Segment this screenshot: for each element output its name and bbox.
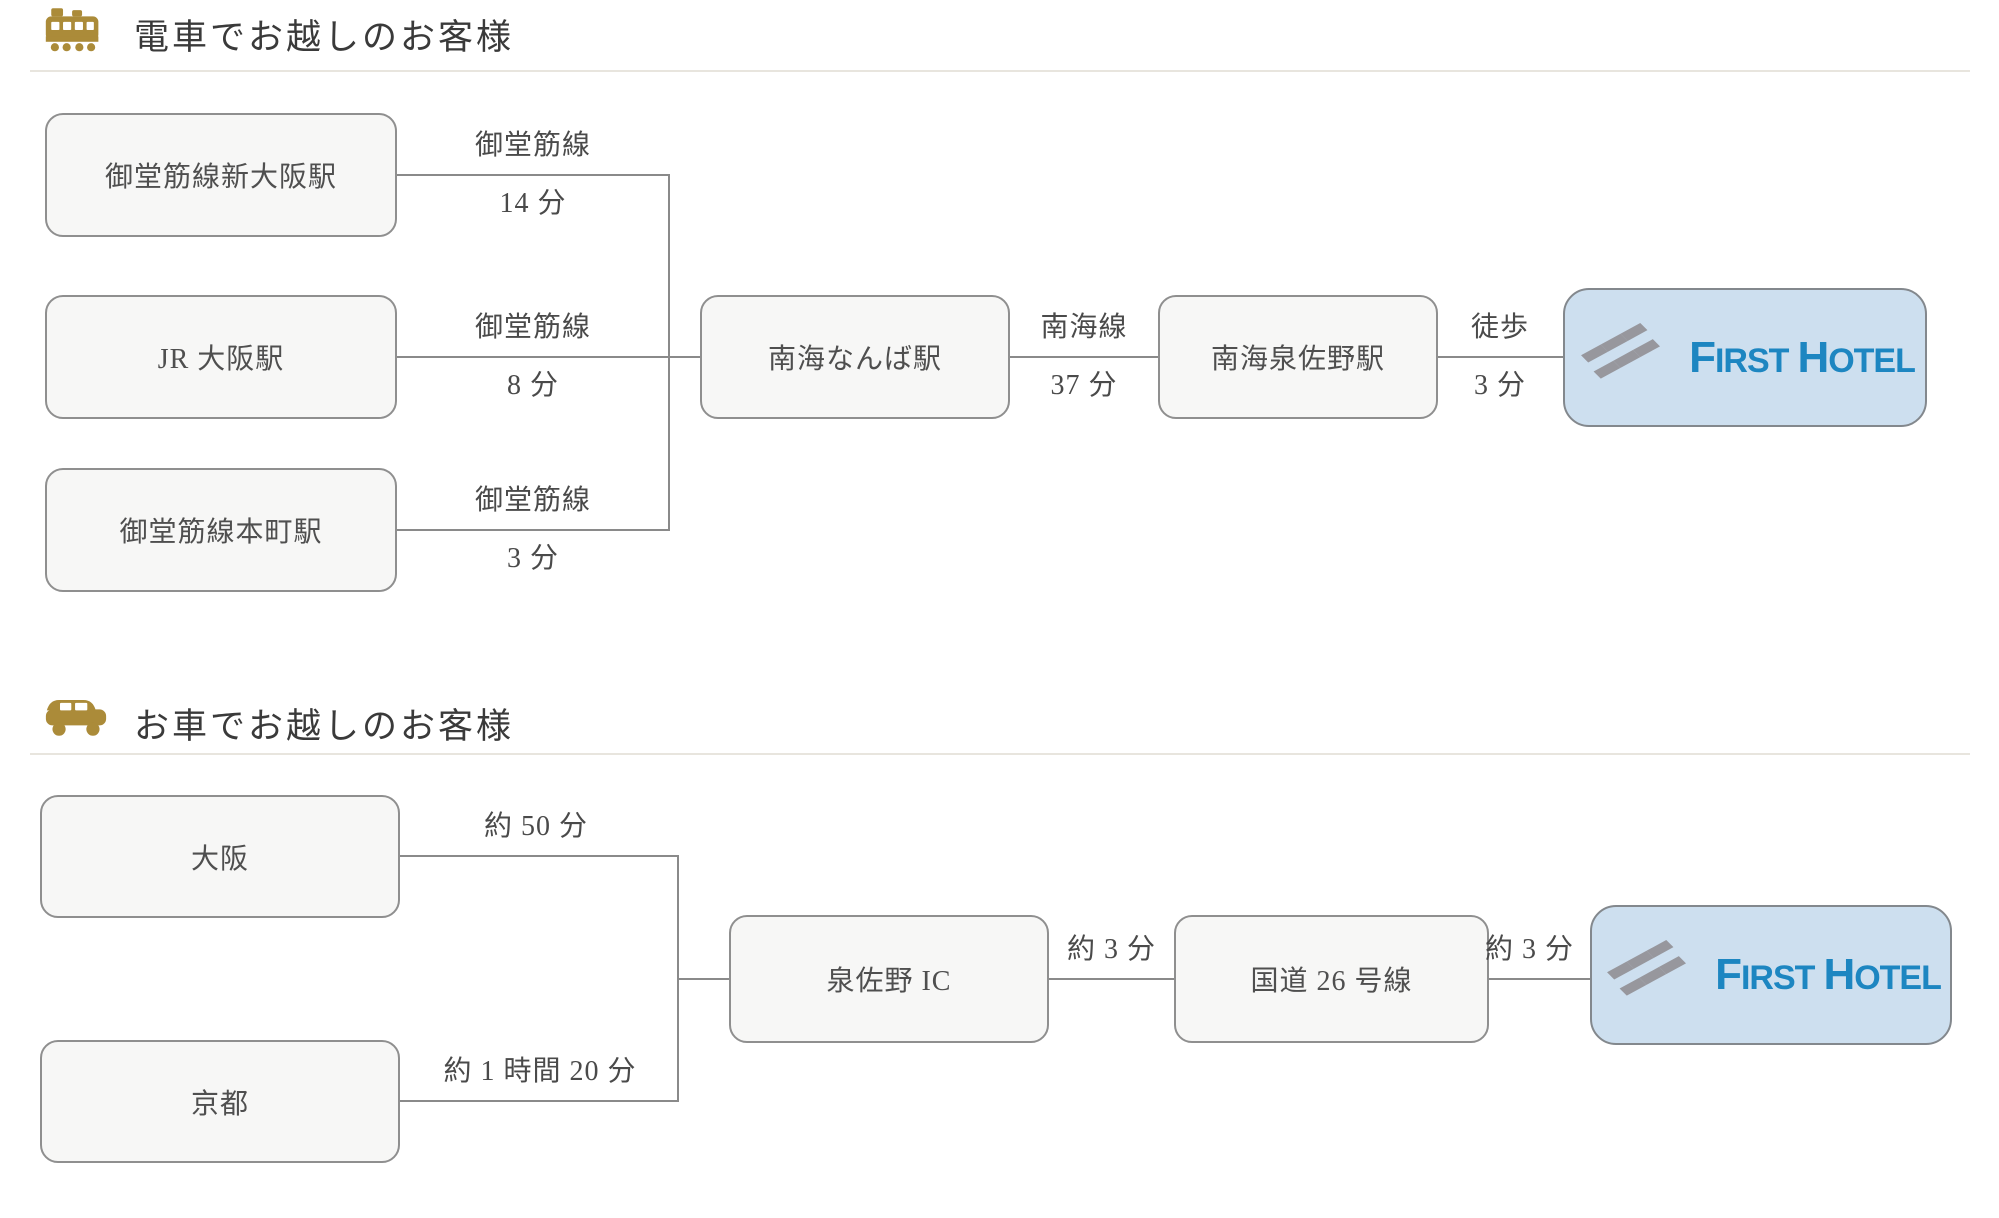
logo-letter: F	[1689, 332, 1716, 382]
connector-line	[400, 1100, 679, 1102]
station-box-hommachi: 御堂筋線本町駅	[45, 468, 397, 592]
route-time-label: 14 分	[499, 188, 567, 219]
logo-letters: OTEL	[1854, 959, 1942, 997]
connector-line	[397, 356, 702, 358]
route-time-label: 3 分	[506, 543, 559, 574]
connector-line	[1049, 978, 1174, 980]
station-box-shin-osaka: 御堂筋線新大阪駅	[45, 113, 397, 237]
walk-mode-label: 徒歩	[1470, 312, 1529, 343]
route-line-label: 御堂筋線	[474, 130, 591, 161]
station-box-jr-osaka: JR 大阪駅	[45, 295, 397, 419]
logo-letter: H	[1823, 950, 1855, 999]
connector-line	[677, 978, 731, 980]
route-time-label: 37 分	[1050, 370, 1118, 401]
logo-letter: H	[1797, 332, 1829, 382]
car-section-divider	[30, 753, 1970, 755]
logo-letters: IRST	[1740, 959, 1815, 997]
node-box-izumisano-ic: 泉佐野 IC	[729, 915, 1049, 1043]
logo-letter: F	[1715, 950, 1742, 999]
walk-time-label: 3 分	[1473, 370, 1526, 401]
route-line-label: 御堂筋線	[474, 485, 591, 516]
connector-line	[1489, 978, 1590, 980]
station-box-izumisano: 南海泉佐野駅	[1158, 295, 1438, 419]
connector-line	[397, 529, 670, 531]
connector-line	[668, 174, 670, 531]
drive-time-label: 約 1 時間 20 分	[443, 1056, 637, 1087]
drive-time-label: 約 50 分	[483, 811, 588, 842]
connector-line	[1010, 356, 1158, 358]
connector-line	[1438, 356, 1563, 358]
drive-time-label: 約 3 分	[1066, 934, 1156, 965]
logo-letters: OTEL	[1828, 341, 1916, 380]
car-section-title: お車でお越しのお客様	[134, 707, 515, 746]
train-section-title: 電車でお越しのお客様	[134, 18, 515, 57]
drive-time-label: 約 3 分	[1484, 934, 1574, 965]
logo-letters: IRST	[1714, 341, 1789, 380]
place-box-kyoto: 京都	[40, 1040, 400, 1163]
car-icon	[45, 700, 107, 736]
train-section-divider	[30, 70, 1970, 72]
connector-line	[400, 855, 679, 857]
station-box-namba: 南海なんば駅	[700, 295, 1010, 419]
node-box-route26: 国道 26 号線	[1174, 915, 1489, 1043]
route-time-label: 8 分	[506, 370, 559, 401]
train-icon	[45, 8, 99, 52]
place-box-osaka: 大阪	[40, 795, 400, 918]
hotel-tiles-logo-mark-icon	[1581, 322, 1661, 379]
route-line-label: 南海線	[1040, 312, 1128, 343]
hotel-tiles-logo-mark-icon	[1607, 940, 1687, 996]
route-line-label: 御堂筋線	[474, 312, 591, 343]
connector-line	[397, 174, 670, 176]
